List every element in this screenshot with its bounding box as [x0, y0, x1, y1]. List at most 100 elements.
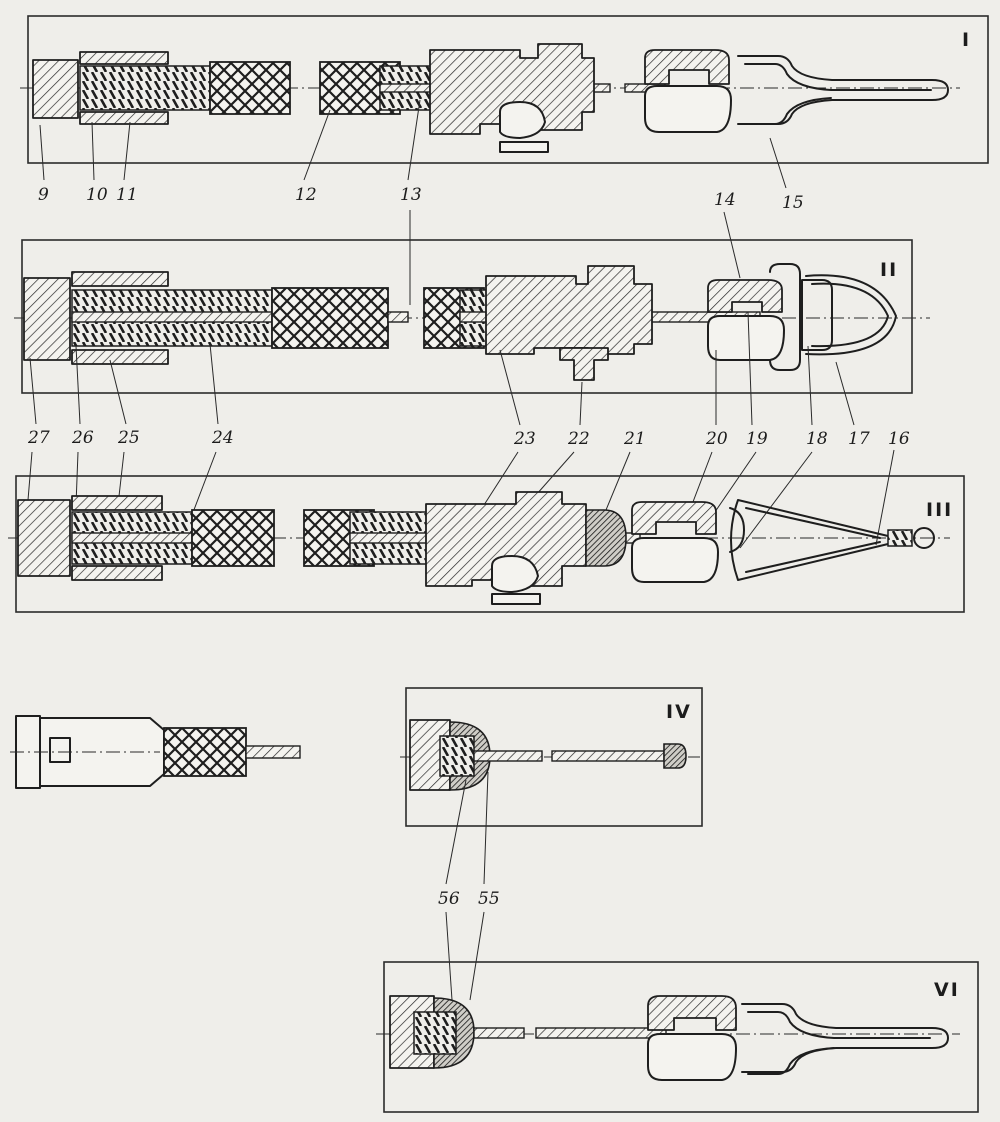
callout-17: 17 — [848, 429, 870, 449]
leader-line — [483, 771, 489, 885]
panel-label: VI — [934, 979, 960, 1001]
clip-housing — [644, 85, 732, 133]
callout-19: 19 — [746, 429, 768, 449]
plug-detail — [10, 715, 301, 789]
spring-clip — [801, 279, 833, 351]
fitting-body — [425, 491, 587, 587]
leader-line — [29, 357, 37, 425]
spring-clip — [769, 263, 801, 371]
panel-iii-frame — [15, 475, 965, 613]
triangle-wire — [745, 507, 881, 573]
clip-housing — [644, 49, 730, 85]
leader-line — [209, 343, 219, 425]
spring-liner — [413, 1011, 457, 1055]
leader-line — [39, 124, 45, 181]
leader-line — [109, 359, 127, 425]
leader-line — [723, 211, 741, 279]
leader-line — [747, 311, 753, 426]
clip-housing — [631, 501, 717, 535]
leader-line — [739, 451, 813, 549]
inner-cable — [387, 311, 409, 323]
triangle-wire — [730, 499, 889, 581]
callout-16: 16 — [888, 429, 910, 449]
panel-iii: III — [8, 475, 965, 613]
inner-cable — [551, 750, 665, 762]
leader-line — [579, 381, 583, 426]
inner-cable — [71, 532, 193, 544]
leader-line — [75, 345, 81, 425]
panel-ii-frame — [21, 239, 913, 394]
callout-26: 26 — [71, 428, 94, 448]
clip-housing — [647, 1033, 737, 1081]
braided-hose — [191, 509, 275, 567]
callouts-row-3: 56 55 — [438, 771, 500, 1001]
lug-foot — [499, 141, 549, 153]
fitting-body — [485, 265, 653, 355]
callout-24: 24 — [211, 428, 234, 448]
wire-loop — [737, 55, 949, 125]
leader-line — [303, 109, 331, 181]
callout-22: 22 — [567, 429, 590, 449]
leader-line — [445, 911, 453, 1001]
leader-line — [123, 121, 131, 181]
lug — [491, 555, 539, 593]
wire-loop — [805, 274, 897, 356]
callout-9: 9 — [38, 185, 49, 205]
fitting-body — [429, 43, 595, 135]
callout-20: 20 — [705, 429, 728, 449]
callout-14: 14 — [714, 190, 736, 210]
clip-housing — [647, 995, 737, 1031]
leader-line — [875, 449, 895, 546]
wire-loop — [741, 1003, 949, 1073]
dust-cap — [585, 509, 627, 567]
inner-cable — [245, 745, 301, 759]
panel-label: II — [880, 259, 898, 281]
spring-clip — [729, 507, 745, 553]
callout-21: 21 — [623, 429, 646, 449]
leader-line — [469, 911, 485, 1001]
cable-end-nipple — [663, 743, 687, 769]
inner-cable — [473, 750, 543, 762]
panel-iv: IV — [400, 687, 703, 827]
callout-56: 56 — [438, 889, 460, 909]
callout-18: 18 — [806, 429, 828, 449]
panel-label: I — [962, 29, 971, 51]
callout-10: 10 — [86, 185, 108, 205]
inner-cable — [535, 1027, 667, 1039]
braided-hose — [209, 61, 291, 115]
end-nut — [32, 59, 79, 119]
ferrule — [71, 495, 163, 581]
panel-label: III — [926, 499, 953, 521]
inner-cable — [71, 311, 273, 323]
leader-line — [91, 121, 95, 181]
callout-25: 25 — [117, 428, 140, 448]
inner-cable — [473, 1027, 525, 1039]
callouts-row-1: 9 10 11 12 13 15 14 — [38, 99, 804, 305]
callouts-row-2: 27 26 25 24 23 22 21 20 19 18 17 16 — [27, 311, 910, 549]
leader-line — [807, 345, 813, 426]
spring-liner — [439, 735, 475, 777]
leader-line — [445, 779, 467, 885]
panel-i: I — [20, 15, 989, 164]
callout-11: 11 — [116, 185, 138, 205]
leader-line — [605, 451, 631, 511]
end-nut — [17, 499, 71, 577]
eyelet — [913, 527, 935, 549]
leader-line — [407, 99, 421, 181]
leader-line — [191, 451, 217, 516]
callout-15: 15 — [782, 193, 804, 213]
callout-13: 13 — [400, 185, 422, 205]
panel-label: IV — [666, 701, 692, 723]
wire-coil — [887, 529, 913, 547]
ferrule — [79, 51, 169, 125]
leader-line — [769, 137, 787, 189]
ferrule — [71, 271, 169, 365]
clip-housing — [707, 315, 785, 361]
panel-vi-frame — [383, 961, 979, 1113]
wire-loop — [811, 282, 889, 348]
leader-line — [835, 361, 855, 426]
clip-housing — [631, 537, 719, 583]
panel-i-frame — [27, 15, 989, 164]
mounting-stud — [559, 347, 609, 381]
